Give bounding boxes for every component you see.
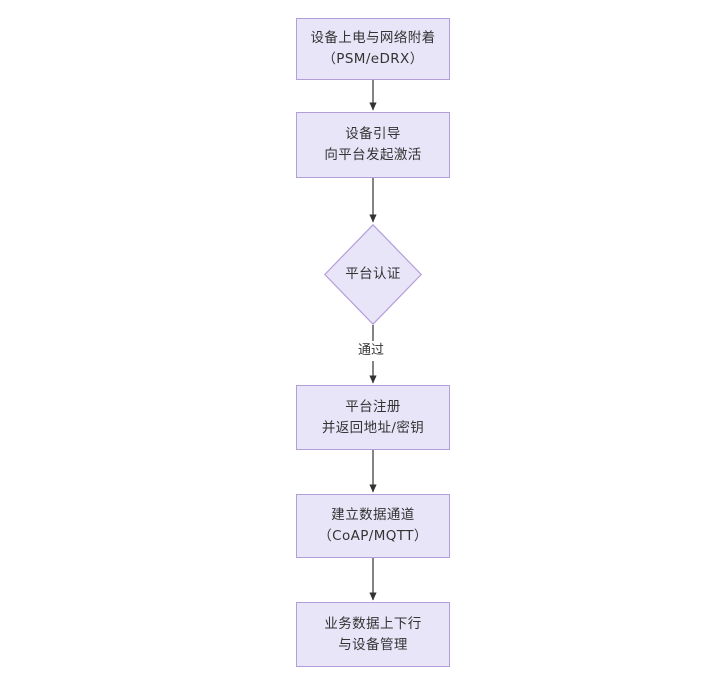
node-line: （CoAP/MQTT） [318, 528, 428, 544]
node-line: 设备引导 [345, 126, 401, 142]
node-line: 平台注册 [345, 398, 401, 415]
node-business-data[interactable]: 业务数据上下行 与设备管理 [296, 602, 450, 667]
node-device-power-on[interactable]: 设备上电与网络附着 （PSM/eDRX） [296, 18, 450, 80]
diamond-shape [324, 224, 422, 325]
edge-label-text: 通过 [358, 343, 385, 358]
node-line: 向平台发起激活 [324, 147, 422, 163]
node-line: 建立数据通道 [331, 507, 415, 523]
node-line: 设备上电与网络附着 [310, 30, 436, 46]
node-line: （PSM/eDRX） [322, 51, 424, 67]
node-line: 业务数据上下行 [324, 615, 422, 632]
node-line: 与设备管理 [338, 636, 408, 653]
edge-label-pass: 通过 [355, 341, 388, 361]
node-platform-registration[interactable]: 平台注册 并返回地址/密钥 [296, 385, 450, 450]
node-device-bootstrap[interactable]: 设备引导 向平台发起激活 [296, 112, 450, 178]
node-platform-authentication[interactable]: 平台认证 [324, 224, 422, 325]
node-line: 平台认证 [345, 266, 401, 282]
node-line: 并返回地址/密钥 [321, 419, 425, 436]
node-data-channel[interactable]: 建立数据通道 （CoAP/MQTT） [296, 494, 450, 558]
